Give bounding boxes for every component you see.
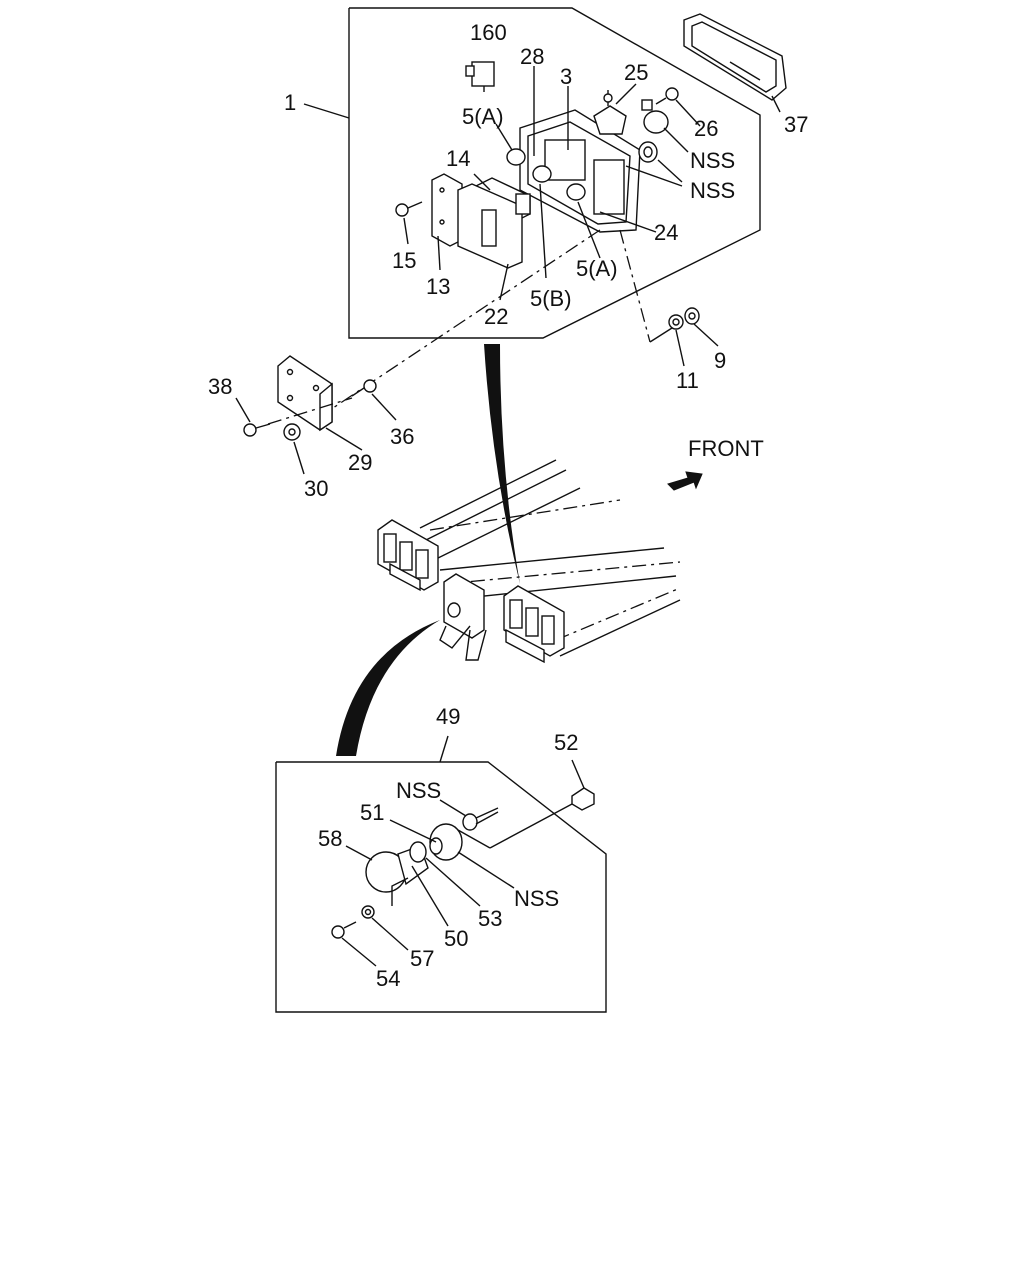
callout-1: 1: [284, 90, 296, 115]
part-50-ring: [409, 841, 427, 863]
nss-cap: [641, 99, 669, 134]
part-36-bolt: [351, 379, 377, 397]
callout-24: 24: [654, 220, 678, 245]
callout-50: 50: [444, 926, 468, 951]
callout-5b: 5(B): [530, 286, 572, 311]
callout-57: 57: [410, 946, 434, 971]
callout-3: 3: [560, 64, 572, 89]
callout-22: 22: [484, 304, 508, 329]
callout-nss-4: NSS: [514, 886, 559, 911]
callout-52: 52: [554, 730, 578, 755]
part-29-bracket: [277, 355, 333, 432]
bulb-5a-bottom: [566, 183, 586, 201]
callout-29: 29: [348, 450, 372, 475]
callout-nss-1: NSS: [690, 148, 735, 173]
part-52-connector: [571, 787, 595, 811]
part-15-screw: [395, 201, 423, 217]
front-label: FRONT: [688, 436, 764, 461]
bottom-inset-frame: [275, 761, 607, 1013]
callout-49: 49: [436, 704, 460, 729]
callout-11: 11: [676, 368, 699, 393]
part-11-washer: [668, 314, 684, 330]
part-30-nut: [283, 423, 301, 441]
part-25-switch: [593, 90, 627, 135]
part-22-base: [457, 183, 531, 269]
nss-pin: [462, 807, 499, 831]
callout-swoosh-lower: [336, 620, 440, 756]
callout-13: 13: [426, 274, 450, 299]
lamp-housing-plate: [519, 109, 641, 233]
part-53-socket: [429, 823, 463, 861]
truck-chassis: [419, 459, 681, 661]
bulb-5a-top: [506, 148, 526, 166]
part-9-nut: [684, 307, 700, 325]
bracket-leaders: [235, 393, 397, 475]
bulb-5b: [532, 165, 552, 183]
callout-28: 28: [520, 44, 544, 69]
assembly-line-c: [329, 229, 601, 411]
right-rear-lamp-unit: [503, 585, 565, 664]
callout-53: 53: [478, 906, 502, 931]
front-arrow-icon: [667, 471, 703, 491]
bottom-inset-leaders: [341, 735, 585, 967]
part-57-washer: [361, 905, 375, 919]
callout-swoosh-upper: [484, 344, 520, 584]
callout-nss-3: NSS: [396, 778, 441, 803]
callout-25: 25: [624, 60, 648, 85]
left-rear-lamp-unit: [377, 519, 439, 592]
nss-grommet: [638, 141, 658, 163]
callout-14: 14: [446, 146, 470, 171]
part-38-bolt: [243, 423, 271, 437]
callout-5a-bottom: 5(A): [576, 256, 618, 281]
callout-58: 58: [318, 826, 342, 851]
callout-38: 38: [208, 374, 232, 399]
callout-9: 9: [714, 348, 726, 373]
part-160-connector: [465, 61, 495, 92]
part-26-screw: [655, 87, 679, 105]
assembly-line-b: [649, 327, 673, 343]
part-37-lens: [683, 13, 787, 101]
callout-54: 54: [376, 966, 400, 991]
callout-nss-2: NSS: [690, 178, 735, 203]
callout-37: 37: [784, 112, 808, 137]
callout-36: 36: [390, 424, 414, 449]
top-inset-frame: [348, 7, 761, 339]
top-inset-leaders: [303, 66, 781, 367]
callout-51: 51: [360, 800, 384, 825]
assembly-line-a: [619, 229, 651, 343]
part-54-screw: [331, 921, 357, 939]
callout-26: 26: [694, 116, 718, 141]
callout-30: 30: [304, 476, 328, 501]
callout-5a-top: 5(A): [462, 104, 504, 129]
callout-15: 15: [392, 248, 416, 273]
callout-160: 160: [470, 20, 507, 45]
